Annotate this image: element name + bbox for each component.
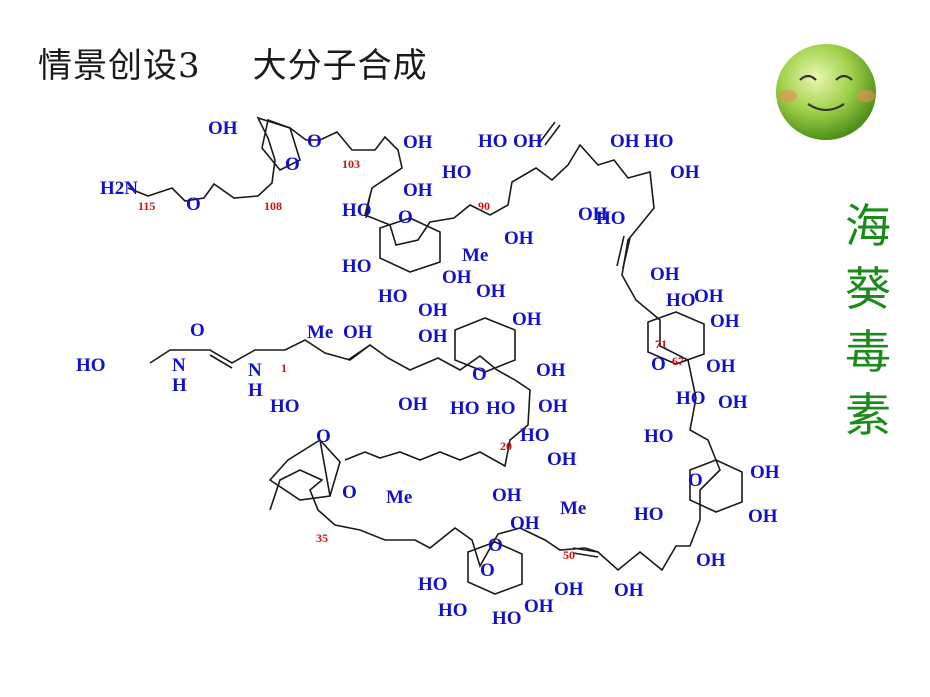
atom-label: OH [718,392,748,413]
atom-label: OH [748,506,778,527]
atom-label: OH [208,118,238,139]
atom-label: O [342,482,357,503]
atom-number: 35 [316,531,328,545]
atom-label: O [316,426,331,447]
atom-label: HO [486,398,516,419]
atom-label: HO [342,256,372,277]
atom-number: 50 [563,548,575,562]
atom-label: HO [478,131,508,152]
atom-label: O [651,354,666,375]
atom-label: OH [578,204,608,225]
atom-label: O [186,194,201,215]
atom-label: O [190,320,205,341]
atom-label: Me [307,322,333,343]
atom-label: HO [666,290,696,311]
atom-label: HO [442,162,472,183]
title-part2: 大分子合成 [252,46,428,86]
atom-label: OH [696,550,726,571]
atom-label: H [248,380,263,401]
atom-label: OH [710,311,740,332]
atom-label: HO [76,355,106,376]
title-part1: 情景创设3 [38,46,201,86]
atom-label: H [172,375,187,396]
atom-number: 108 [264,199,282,213]
atom-label: O [480,560,495,581]
atom-label: HO [644,131,674,152]
atom-label: OH [536,360,566,381]
atom-number: 1 [281,361,287,375]
atom-number: 90 [478,199,490,213]
atom-label: OH [403,132,433,153]
atom-label: H2N [100,178,138,199]
atom-label: HO [450,398,480,419]
atom-label: OH [442,267,472,288]
atom-label: OH [343,322,373,343]
side-char-1: 海 [845,199,891,253]
atom-label: HO [342,200,372,221]
atom-label: OH [694,286,724,307]
atom-label: OH [512,309,542,330]
atom-label: Me [462,245,488,266]
atom-label: OH [398,394,428,415]
atom-label: OH [650,264,680,285]
atom-label: HO [596,208,626,229]
atom-label: OH [538,396,568,417]
atom-number: 67 [672,354,684,368]
atom-label: HO [378,286,408,307]
slide-title: 情景创设3 大分子合成 [38,38,428,87]
atom-label: OH [610,131,640,152]
atom-label: OH [492,485,522,506]
atom-label: O [688,470,703,491]
atom-label: HO [270,396,300,417]
atom-label: OH [504,228,534,249]
atom-label: HO [492,608,522,629]
atom-label: Me [560,498,586,519]
atom-labels: OH H2N O O O OH OH HO OH HO OH HO OH HO … [76,118,780,629]
smiley-face-icon [776,44,876,140]
atom-number: 20 [500,439,512,453]
atom-label: OH [547,449,577,470]
atom-label: OH [403,180,433,201]
bond-skeleton [127,116,743,595]
atom-label: OH [554,579,584,600]
atom-label: O [472,364,487,385]
atom-label: HO [634,504,664,525]
atom-label: HO [418,574,448,595]
atom-label: OH [510,513,540,534]
atom-number: 71 [655,337,667,351]
atom-label: O [307,131,322,152]
atom-number: 115 [138,199,155,213]
side-char-4: 素 [845,388,891,442]
atom-label: OH [513,131,543,152]
atom-label: OH [418,326,448,347]
atom-label: N [248,360,262,381]
atom-label: OH [706,356,736,377]
atom-label: OH [750,462,780,483]
side-char-2: 葵 [845,262,891,316]
atom-label: OH [524,596,554,617]
side-label: 海 葵 毒 素 [838,195,898,447]
atom-label: OH [614,580,644,601]
side-char-3: 毒 [845,325,891,379]
atom-label: HO [644,426,674,447]
atom-label: OH [670,162,700,183]
atom-numbers: 115 108 103 90 71 67 1 20 35 50 [138,157,684,562]
atom-label: O [488,535,503,556]
atom-label: Me [386,487,412,508]
atom-label: OH [476,281,506,302]
atom-label: O [398,207,413,228]
atom-label: O [285,154,300,175]
atom-label: OH [418,300,448,321]
atom-number: 103 [342,157,360,171]
atom-label: HO [520,425,550,446]
atom-label: HO [438,600,468,621]
atom-label: N [172,355,186,376]
atom-label: HO [676,388,706,409]
